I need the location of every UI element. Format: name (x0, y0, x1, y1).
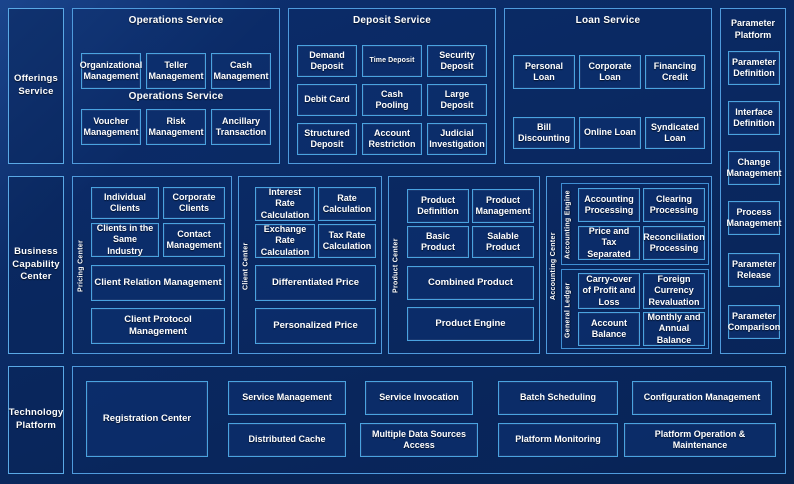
cell-configuration-management[interactable]: Configuration Management (632, 381, 772, 415)
side-label-business-capability-center: Business Capability Center (8, 176, 64, 354)
cell-basic-product[interactable]: Basic Product (407, 226, 469, 258)
cell-parameter-comparison[interactable]: Parameter Comparison (728, 305, 780, 339)
panel-technology-platform: Registration Center Service Management D… (72, 366, 786, 474)
cell-contact-management[interactable]: Contact Management (163, 223, 225, 257)
cell-personal-loan[interactable]: Personal Loan (513, 55, 575, 89)
cell-product-engine[interactable]: Product Engine (407, 307, 534, 341)
cell-cash-pooling[interactable]: Cash Pooling (362, 84, 422, 116)
cell-individual-clients[interactable]: Individual Clients (91, 187, 159, 219)
subgroup-general-ledger: General Ledger Carry-over of Profit and … (561, 269, 709, 349)
cell-account-restriction[interactable]: Account Restriction (362, 123, 422, 155)
cell-batch-scheduling[interactable]: Batch Scheduling (498, 381, 618, 415)
cell-salable-product[interactable]: Salable Product (472, 226, 534, 258)
cell-foreign-currency-revaluation[interactable]: Foreign Currency Revaluation (643, 273, 705, 309)
cell-rate-calculation[interactable]: Rate Calculation (318, 187, 376, 221)
cell-parameter-release[interactable]: Parameter Release (728, 253, 780, 287)
cell-large-deposit[interactable]: Large Deposit (427, 84, 487, 116)
cell-client-protocol-management[interactable]: Client Protocol Management (91, 308, 225, 344)
vlabel-product-center: Product Center (392, 238, 400, 294)
cell-account-balance[interactable]: Account Balance (578, 312, 640, 346)
cell-bill-discounting[interactable]: Bill Discounting (513, 117, 575, 149)
cell-ancillary-transaction[interactable]: Ancillary Transaction (211, 109, 271, 145)
cell-accounting-processing[interactable]: Accounting Processing (578, 188, 640, 222)
cell-cash-management[interactable]: Cash Management (211, 53, 271, 89)
cell-debit-card[interactable]: Debit Card (297, 84, 357, 116)
cell-client-relation-management[interactable]: Client Relation Management (91, 265, 225, 301)
cell-time-deposit[interactable]: Time Deposit (362, 45, 422, 77)
panel-client-center: Client Center Interest Rate Calculation … (238, 176, 382, 354)
cell-process-management[interactable]: Process Management (727, 201, 782, 235)
panel-parameter-platform: Parameter Platform Parameter Definition … (720, 8, 786, 354)
cell-demand-deposit[interactable]: Demand Deposit (297, 45, 357, 77)
panel-operations-service: Operations Service Organizational Manage… (72, 8, 280, 164)
cell-combined-product[interactable]: Combined Product (407, 266, 534, 300)
cell-corporate-loan[interactable]: Corporate Loan (579, 55, 641, 89)
cell-syndicated-loan[interactable]: Syndicated Loan (645, 117, 705, 149)
cell-distributed-cache[interactable]: Distributed Cache (228, 423, 346, 457)
side-label-technology-platform: Technology Platform (8, 366, 64, 474)
cell-registration-center[interactable]: Registration Center (86, 381, 208, 457)
cell-exchange-rate-calculation[interactable]: Exchange Rate Calculation (255, 224, 315, 258)
cell-product-management[interactable]: Product Management (472, 189, 534, 223)
cell-parameter-definition[interactable]: Parameter Definition (728, 51, 780, 85)
cell-financing-credit[interactable]: Financing Credit (645, 55, 705, 89)
vlabel-pricing-center: Pricing Center (77, 239, 85, 293)
vlabel-client-center: Client Center (242, 242, 250, 290)
cell-teller-management[interactable]: Teller Management (146, 53, 206, 89)
cell-risk-management[interactable]: Risk Management (146, 109, 206, 145)
vlabel-accounting-center: Accounting Center (550, 232, 557, 300)
cell-service-management[interactable]: Service Management (228, 381, 346, 415)
cell-differentiated-price[interactable]: Differentiated Price (255, 265, 376, 301)
vlabel-accounting-engine: Accounting Engine (564, 190, 572, 260)
cell-price-and-tax-separated[interactable]: Price and Tax Separated (578, 226, 640, 260)
cell-security-deposit[interactable]: Security Deposit (427, 45, 487, 77)
cell-change-management[interactable]: Change Management (727, 151, 782, 185)
cell-structured-deposit[interactable]: Structured Deposit (297, 123, 357, 155)
cell-judicial-investigation[interactable]: Judicial Investigation (427, 123, 487, 155)
panel-pricing-center: Pricing Center Individual Clients Corpor… (72, 176, 232, 354)
vlabel-general-ledger: General Ledger (564, 282, 572, 338)
cell-clients-same-industry[interactable]: Clients in the Same Industry (91, 223, 159, 257)
cell-product-definition[interactable]: Product Definition (407, 189, 469, 223)
cell-service-invocation[interactable]: Service Invocation (365, 381, 473, 415)
cell-reconciliation-processing[interactable]: Reconciliation Processing (643, 226, 705, 260)
cell-carry-over-of-profit-and-loss[interactable]: Carry-over of Profit and Loss (578, 273, 640, 309)
cell-interest-rate-calculation[interactable]: Interest Rate Calculation (255, 187, 315, 221)
cell-multiple-data-sources-access[interactable]: Multiple Data Sources Access (360, 423, 478, 457)
panel-title-operations-service: Operations Service (128, 15, 224, 26)
cell-monthly-and-annual-balance[interactable]: Monthly and Annual Balance (643, 312, 705, 346)
panel-title-loan-service: Loan Service (575, 15, 641, 26)
cell-corporate-clients[interactable]: Corporate Clients (163, 187, 225, 219)
panel-title-parameter-platform: Parameter Platform (730, 18, 776, 41)
cell-personalized-price[interactable]: Personalized Price (255, 308, 376, 344)
cell-platform-monitoring[interactable]: Platform Monitoring (498, 423, 618, 457)
panel-accounting-center: Accounting Center Accounting Engine Acco… (546, 176, 712, 354)
panel-title-deposit-service: Deposit Service (352, 15, 432, 26)
panel-title-operations-service-overlay: Operations Service (128, 91, 224, 102)
panel-product-center: Product Center Product Definition Produc… (388, 176, 540, 354)
panel-deposit-service: Deposit Service Demand Deposit Time Depo… (288, 8, 496, 164)
cell-online-loan[interactable]: Online Loan (579, 117, 641, 149)
side-label-offerings-service: Offerings Service (8, 8, 64, 164)
cell-voucher-management[interactable]: Voucher Management (81, 109, 141, 145)
cell-clearing-processing[interactable]: Clearing Processing (643, 188, 705, 222)
panel-loan-service: Loan Service Personal Loan Corporate Loa… (504, 8, 712, 164)
cell-platform-operation-maintenance[interactable]: Platform Operation & Maintenance (624, 423, 776, 457)
subgroup-accounting-engine: Accounting Engine Accounting Processing … (561, 183, 709, 265)
cell-organizational-management[interactable]: Organizational Management (80, 53, 142, 89)
cell-interface-definition[interactable]: Interface Definition (728, 101, 780, 135)
cell-tax-rate-calculation[interactable]: Tax Rate Calculation (318, 224, 376, 258)
